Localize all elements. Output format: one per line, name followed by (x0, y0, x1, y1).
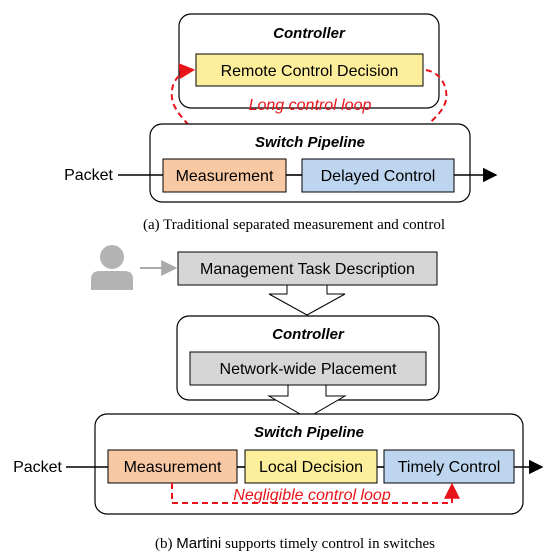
timely-control-box (383, 449, 515, 484)
long-loop-label: Long control loop (249, 97, 372, 114)
caption-b-prefix: (b) (155, 536, 176, 552)
local-decision-box (244, 449, 378, 484)
packet-label-b: Packet (13, 459, 62, 476)
negligible-loop-arrow (171, 482, 460, 504)
measurement-label-b: Measurement (124, 459, 222, 476)
controller-to-switch-arrow (267, 384, 347, 419)
remote-decision-box (195, 53, 424, 87)
caption-b-suffix: supports timely control in switches (221, 536, 435, 552)
local-decision-label: Local Decision (259, 459, 363, 476)
diagram-b: Management Task Description Controller N… (13, 245, 543, 552)
controller-title-a: Controller (273, 25, 346, 42)
timely-control-label: Timely Control (398, 459, 501, 476)
controller-title-b: Controller (272, 326, 345, 343)
measurement-label-a: Measurement (176, 168, 274, 185)
user-silhouette-icon (91, 245, 133, 290)
negligible-loop-label: Negligible control loop (233, 487, 391, 504)
caption-a: (a) Traditional separated measurement an… (143, 217, 445, 233)
placement-label: Network-wide Placement (220, 361, 398, 378)
task-to-controller-arrow (268, 284, 346, 316)
placement-box (189, 351, 427, 386)
remote-decision-label: Remote Control Decision (221, 63, 399, 80)
task-description-label: Management Task Description (200, 261, 415, 278)
caption-b: (b) Martini supports timely control in s… (155, 535, 435, 552)
diagram-a: Controller Remote Control Decision Long … (64, 13, 498, 233)
delayed-control-label: Delayed Control (321, 168, 436, 185)
packet-label-a: Packet (64, 167, 113, 184)
switch-pipeline-title-a: Switch Pipeline (255, 134, 365, 151)
switch-pipeline-title-b: Switch Pipeline (254, 424, 364, 441)
caption-b-system-name: Martini (176, 535, 221, 552)
